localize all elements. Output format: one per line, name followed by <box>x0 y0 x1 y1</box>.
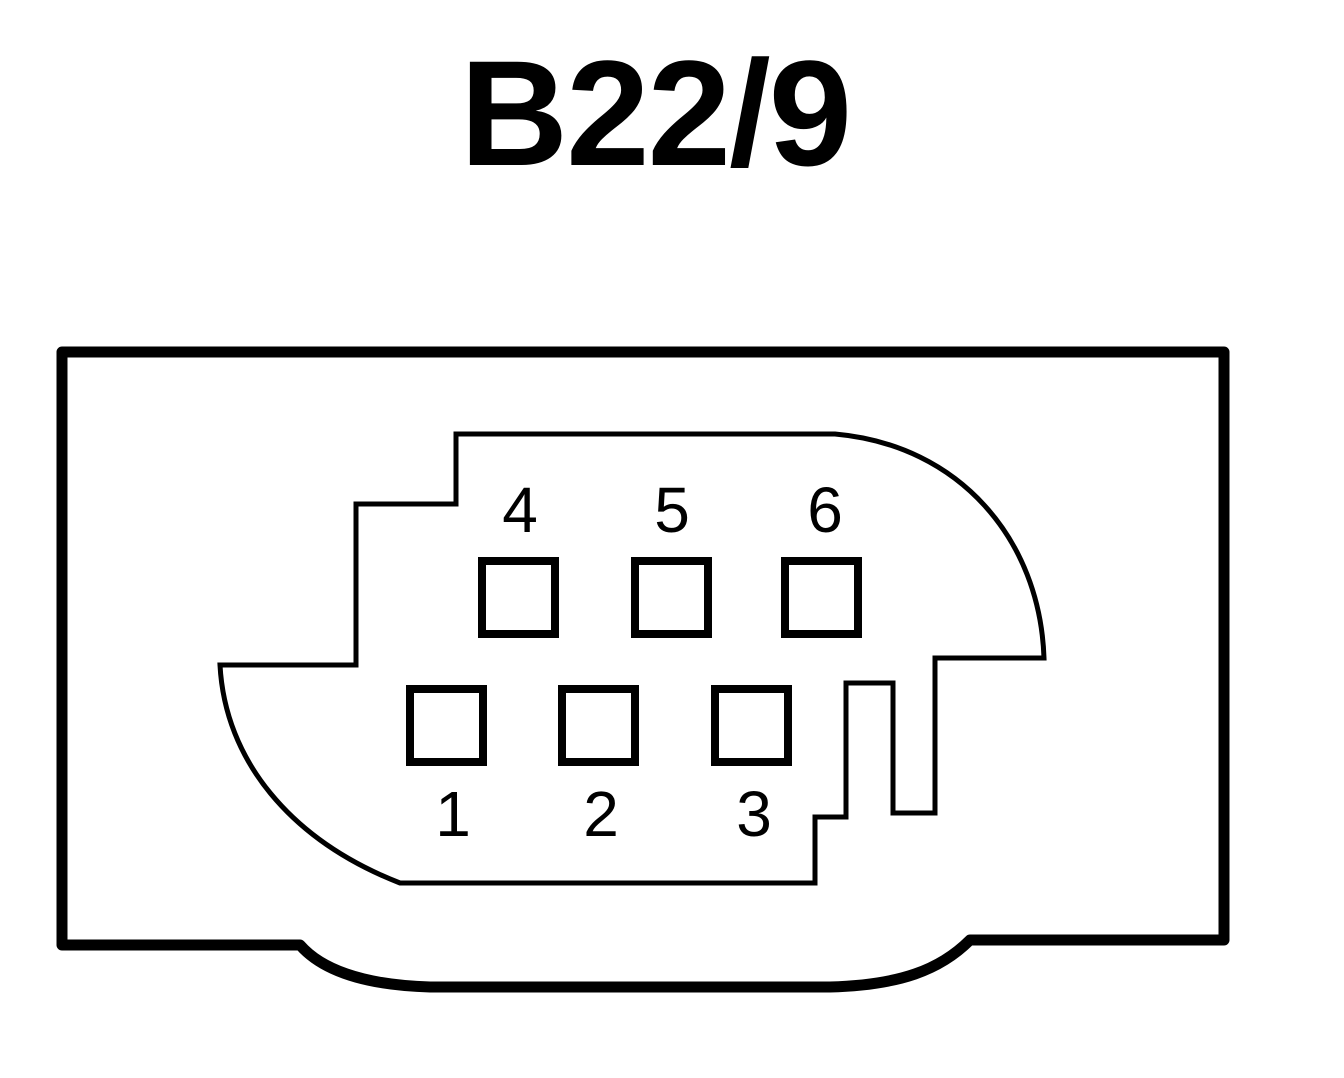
pin-number-1: 1 <box>435 778 471 850</box>
pin-socket-6 <box>781 557 862 638</box>
pin-number-6: 6 <box>807 474 843 546</box>
pin-socket-1 <box>406 685 487 766</box>
connector-title: B22/9 <box>459 29 852 197</box>
pin-socket-3 <box>711 685 792 766</box>
pin-number-4: 4 <box>502 474 538 546</box>
connector-housing-outline <box>56 346 1230 993</box>
pin-number-3: 3 <box>736 778 772 850</box>
pin-socket-4 <box>478 557 559 638</box>
pin-socket-5 <box>631 557 712 638</box>
pin-number-2: 2 <box>583 778 619 850</box>
pin-number-5: 5 <box>654 474 690 546</box>
pin-socket-2 <box>558 685 639 766</box>
socket-cavity-outline <box>217 431 1047 886</box>
